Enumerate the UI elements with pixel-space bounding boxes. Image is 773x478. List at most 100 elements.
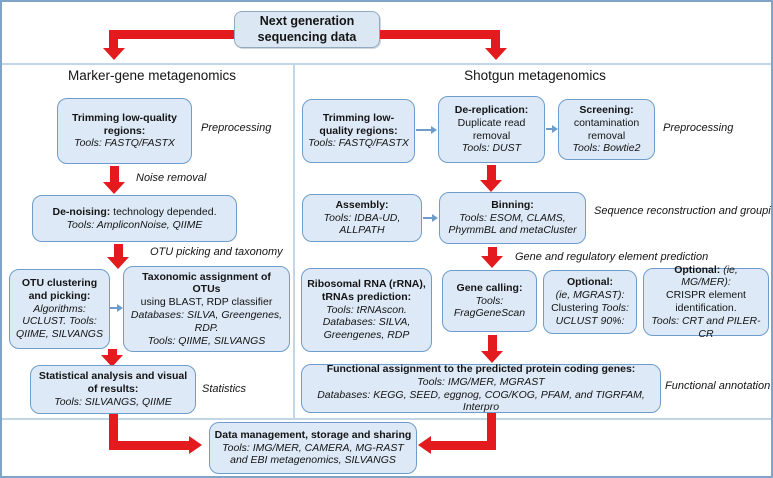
node-optional1-line3a: Clustering [551, 302, 602, 314]
panel-top-divider [2, 63, 771, 65]
node-optional1-line4: UCLUST 90%: [555, 314, 625, 327]
arrow-top-right-vertical [491, 30, 500, 49]
shotgun-preprocessing-label: Preprocessing [663, 122, 734, 134]
connector-otu-taxonomic [110, 307, 118, 309]
arrow-shotgun-2-shaft [488, 247, 497, 256]
connector-dereplication-screening [546, 128, 553, 130]
node-assembly: Assembly: Tools: IDBA-UD, ALLPATH [302, 194, 422, 242]
node-assembly-tools: Tools: IDBA-UD, ALLPATH [323, 211, 401, 237]
arrow-shotgun-1-shaft [487, 165, 496, 180]
node-otu-clustering-title: OTU clustering and picking: [21, 277, 98, 302]
node-binning: Binning: Tools: ESOM, CLAMS, PhymmBL and… [439, 192, 586, 244]
arrow-marker-1-head-icon [103, 182, 125, 194]
connector-trimming-dereplication-head-icon [431, 126, 437, 134]
arrow-bottom-right-vertical [487, 413, 496, 450]
node-otu-clustering-body: Algorithms: UCLUST. Tools: QIIME, SILVAN… [16, 302, 103, 341]
node-optional2-title: Optional: [674, 263, 721, 276]
shotgun-panel-title: Shotgun metagenomics [464, 68, 606, 83]
node-optional1-line3b: Tools: [601, 302, 629, 314]
node-denoising: De-noising: technology depended. Tools: … [32, 195, 237, 242]
node-data-management-title: Data management, storage and sharing [214, 428, 412, 441]
sequence-reconstruction-label: Sequence reconstruction and grouping [594, 205, 773, 217]
node-dereplication-tools: Tools: DUST [461, 142, 522, 155]
arrow-marker-1-shaft [110, 166, 119, 182]
node-statistical-tools: Tools: SILVANGS, QIIME [54, 395, 172, 408]
node-optional2-suffix: (ie, MG/MER): [681, 263, 738, 289]
node-dereplication: De-replication: Duplicate read removal T… [438, 96, 545, 163]
node-optional-mgrast: Optional: (ie, MGRAST): Clustering Tools… [543, 270, 637, 334]
noise-removal-label: Noise removal [136, 172, 207, 184]
node-denoising-title: De-noising: [52, 205, 111, 218]
node-denoising-tools: Tools: AmpliconNoise, QIIME [66, 218, 203, 231]
node-taxonomic-tools: Tools: QIIME, SILVANGS [147, 334, 266, 347]
node-optional-crispr: Optional: (ie, MG/MER): CRISPR element i… [643, 264, 769, 340]
node-shotgun-trimming: Trimming low-quality regions: Tools: FAS… [302, 99, 415, 163]
node-ngs-data-label: Next generation sequencing data [257, 13, 357, 44]
node-statistical-analysis: Statistical analysis and visual of resul… [30, 365, 196, 414]
node-marker-trimming: Trimming low-quality regions: Tools: FAS… [57, 98, 192, 164]
arrow-top-left-horizontal [113, 30, 234, 39]
arrow-top-left-vertical [109, 30, 118, 49]
arrow-shotgun-3-head-icon [481, 351, 503, 363]
node-data-management-tools1: Tools: IMG/MER, CAMERA, MG-RAST [222, 441, 404, 454]
connector-otu-taxonomic-head-icon [117, 304, 123, 312]
node-binning-title: Binning: [491, 198, 534, 211]
node-marker-trimming-tools: Tools: FASTQ/FASTX [74, 137, 175, 150]
node-optional2-tools: Tools: CRT and PILER-CR [651, 314, 761, 340]
marker-panel-title: Marker-gene metagenomics [67, 68, 237, 83]
node-gene-calling-tools: Tools: [475, 294, 504, 307]
node-data-management: Data management, storage and sharing Too… [209, 422, 417, 474]
arrow-top-right-horizontal [380, 30, 495, 39]
arrow-bottom-right-horizontal [431, 441, 496, 450]
node-ribosomal-title: Ribosomal RNA (rRNA), tRNAs prediction: [307, 278, 426, 303]
node-gene-calling-tool-name: FragGeneScan [453, 307, 526, 320]
node-otu-clustering: OTU clustering and picking: Algorithms: … [9, 269, 110, 349]
node-gene-calling-title: Gene calling: [456, 281, 523, 294]
node-screening: Screening: contamination removal Tools: … [558, 99, 655, 160]
node-functional-tools: Tools: IMG/MER, MGRAST [417, 375, 545, 388]
node-optional2-line2: CRISPR element identification. [666, 289, 746, 314]
arrow-bottom-right-head-icon [418, 436, 431, 454]
node-ribosomal-tools: Tools: tRNAscon. [326, 303, 407, 316]
node-screening-tools: Tools: Bowtie2 [572, 142, 641, 155]
node-gene-calling: Gene calling: Tools: FragGeneScan [442, 270, 537, 332]
arrow-marker-3-head-icon [101, 355, 123, 367]
node-screening-body: contamination removal [573, 116, 640, 142]
node-taxonomic-line2: using BLAST, RDP classifier [140, 296, 273, 309]
node-functional-assignment: Functional assignment to the predicted p… [301, 362, 661, 413]
panel-center-divider [293, 63, 295, 420]
node-ribosomal-rna: Ribosomal RNA (rRNA), tRNAs prediction: … [301, 268, 432, 352]
node-dereplication-title: De-replication: [454, 103, 529, 116]
node-taxonomic-databases: Databases: SILVA, Greengenes, RDP. [130, 309, 283, 334]
arrow-bottom-left-head-icon [189, 436, 202, 454]
arrow-marker-3-shaft [108, 349, 117, 355]
node-data-management-tools2: and EBI metagenomics, SILVANGS [230, 454, 396, 467]
arrow-top-left-head-icon [103, 48, 125, 60]
arrow-shotgun-3-shaft [488, 335, 497, 351]
arrow-marker-2-head-icon [107, 257, 129, 269]
node-optional1-line2: (ie, MGRAST): [555, 289, 625, 302]
node-statistical-title: Statistical analysis and visual of resul… [38, 370, 188, 396]
node-shotgun-trimming-tools: Tools: FASTQ/FASTX [308, 137, 409, 150]
node-ribosomal-databases: Databases: SILVA, Greengenes, RDP [322, 316, 411, 342]
node-optional1-title: Optional: [566, 276, 614, 289]
arrow-bottom-left-horizontal [113, 441, 189, 450]
statistics-label: Statistics [202, 383, 247, 395]
connector-assembly-binning-head-icon [432, 214, 438, 222]
node-functional-title: Functional assignment to the predicted p… [326, 362, 636, 375]
node-taxonomic-title: Taxonomic assignment of OTUs [142, 270, 271, 296]
node-denoising-rest: technology depended. [110, 205, 217, 218]
node-shotgun-trimming-title: Trimming low-quality regions: [319, 111, 398, 137]
node-taxonomic-assignment: Taxonomic assignment of OTUs using BLAST… [123, 266, 290, 352]
functional-annotation-label: Functional annotation [665, 380, 771, 392]
arrow-marker-2-shaft [114, 244, 123, 257]
arrow-bottom-left-vertical [109, 414, 118, 450]
node-screening-title: Screening: [579, 103, 634, 116]
arrow-shotgun-2-head-icon [481, 256, 503, 268]
gene-regulatory-label: Gene and regulatory element prediction [515, 251, 709, 263]
panel-bottom-divider [2, 418, 771, 420]
arrow-top-right-head-icon [485, 48, 507, 60]
connector-dereplication-screening-head-icon [552, 125, 558, 133]
connector-assembly-binning [423, 217, 433, 219]
